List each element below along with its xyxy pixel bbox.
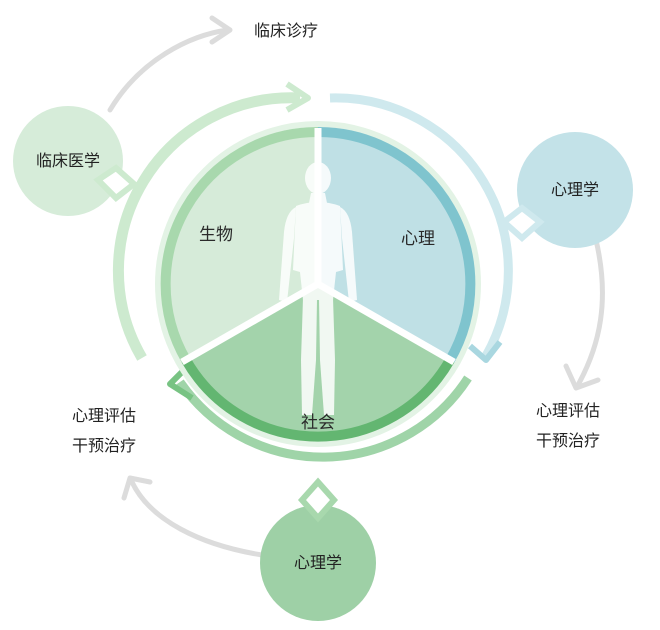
- connector-psych-right-to-assessment: [575, 237, 605, 388]
- node-label-psychology-bottom: 心理学: [294, 553, 342, 572]
- outer-ring-bottom: [176, 375, 472, 462]
- arrowhead-clinical-diagnosis: [209, 15, 233, 45]
- human-figure-icon: [279, 162, 357, 415]
- connector-badge-clinical: [93, 164, 139, 202]
- node-psychology-right: [517, 132, 633, 248]
- node-label-clinical-medicine: 临床医学: [36, 151, 100, 170]
- node-psychology-bottom: [260, 505, 376, 621]
- arrowhead-psych-bottom: [121, 475, 153, 501]
- outer-ring-arrowhead-top: [285, 81, 311, 113]
- outcome-left-line1: 心理评估: [72, 406, 136, 425]
- outcome-left-line2: 干预治疗: [72, 436, 136, 455]
- segment-psychology-rim: [317, 126, 476, 363]
- segment-label-biology: 生物: [199, 225, 233, 245]
- connector-badge-psych-right: [499, 204, 545, 243]
- segment-society-rim: [181, 357, 455, 442]
- outer-ring-green: [112, 92, 301, 361]
- outcome-right-line1: 心理评估: [536, 401, 600, 420]
- connector-psych-bottom-to-assessment: [129, 479, 265, 558]
- divider-right: [316, 280, 456, 366]
- segment-label-psychology: 心理: [401, 229, 435, 249]
- arrowhead-psych-right: [563, 363, 601, 391]
- node-clinical-medicine: [13, 106, 123, 216]
- connector-badge-psych-bottom: [297, 477, 339, 523]
- inner-ring: [155, 121, 481, 447]
- outcome-clinical-treatment: 临床诊疗: [254, 21, 318, 40]
- segment-biology-rim: [160, 126, 319, 363]
- connector-clinical-to-diagnosis: [107, 27, 231, 113]
- node-label-psychology-right: 心理学: [551, 180, 599, 199]
- divider-left: [180, 280, 320, 366]
- segment-label-society: 社会: [301, 413, 335, 433]
- outer-ring-blue: [329, 93, 513, 359]
- outer-ring-arrowhead-right: [468, 340, 503, 363]
- outcome-right-line2: 干预治疗: [536, 431, 600, 450]
